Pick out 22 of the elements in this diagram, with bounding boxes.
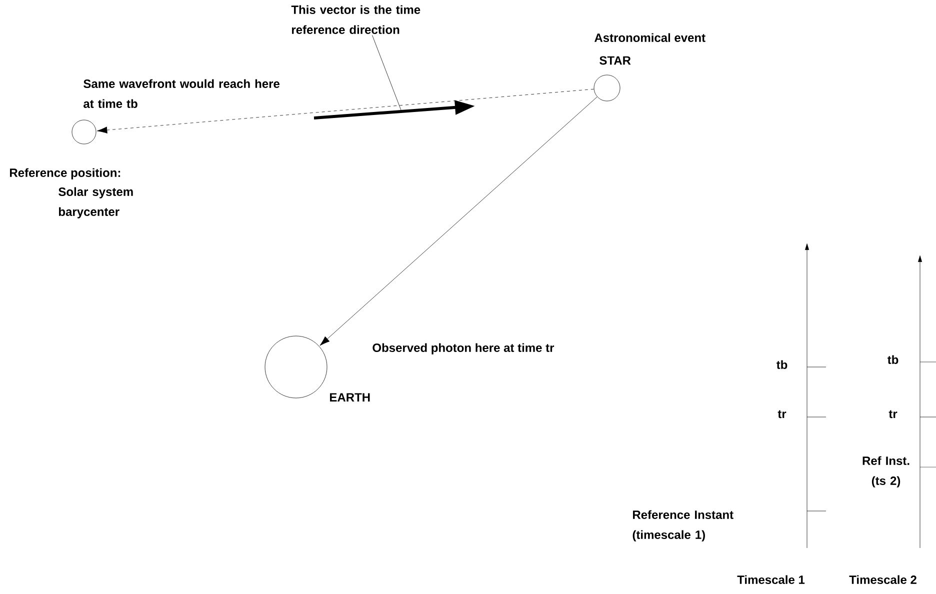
annotation-text: STAR: [600, 56, 631, 65]
annotation-text: Astronomical event: [594, 33, 706, 42]
axis-label: Reference Instant (timescale 1): [632, 510, 734, 542]
annotation-text: Reference position:: [10, 168, 120, 180]
annotation-text: EARTH: [330, 393, 370, 402]
axis-label: Ref Inst. (ts 2): [862, 456, 910, 488]
annotation-text: Observed photon here at time tr: [372, 343, 554, 354]
annotation-text: Solar system barycenter: [58, 187, 133, 218]
axis-label: tb: [776, 360, 788, 369]
circle-marker: [264, 336, 328, 398]
annotation-text: This vector is the time reference direction: [291, 5, 420, 34]
axis-label: tb: [888, 355, 898, 364]
circle-marker: [594, 74, 620, 102]
circle-marker: [72, 120, 96, 144]
axis-label: Timescale 2: [849, 575, 916, 584]
axis-label: Timescale 1: [737, 575, 805, 584]
arrow: [320, 96, 598, 346]
annotation-text: Same wavefront would reach here at time tb: [84, 79, 280, 108]
arrow: [96, 88, 594, 134]
leader-line: [372, 35, 402, 110]
axis-label: tr: [888, 410, 898, 418]
axis-label: tr: [778, 410, 786, 418]
